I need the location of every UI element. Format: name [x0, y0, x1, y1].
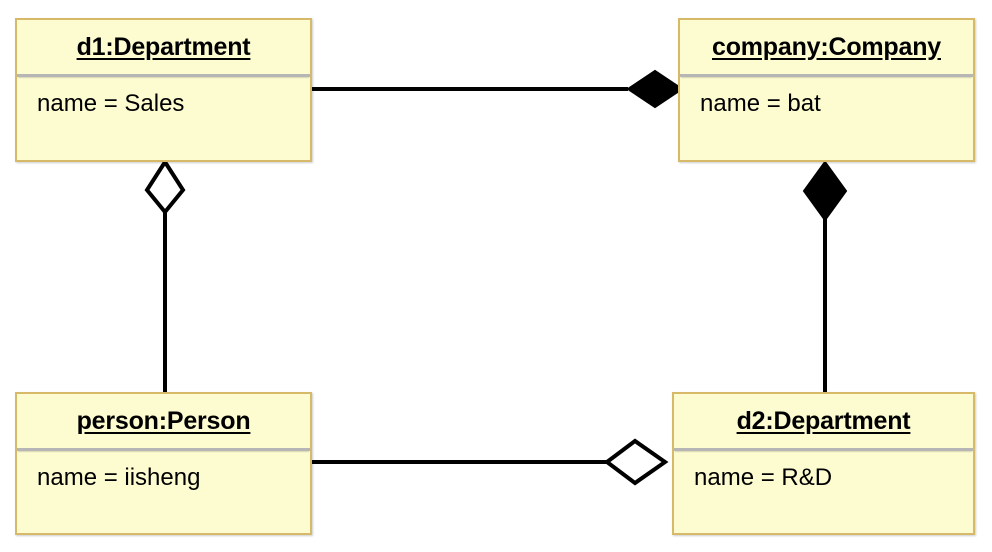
object-box-header: company:Company	[680, 20, 973, 74]
object-title: company:Company	[712, 32, 941, 61]
object-box-header: person:Person	[17, 394, 310, 448]
object-box-header: d1:Department	[17, 20, 310, 74]
link-d1-person[interactable]	[144, 158, 186, 392]
object-box-company[interactable]: company:Company name = bat	[678, 18, 975, 162]
filled-diamond-icon	[626, 69, 684, 109]
object-attribute: name = bat	[700, 90, 821, 117]
object-title: person:Person	[76, 406, 251, 435]
object-box-divider	[17, 448, 310, 451]
object-box-divider	[674, 448, 973, 451]
object-box-body: name = bat	[680, 77, 973, 160]
object-title: d2:Department	[736, 406, 911, 435]
object-box-divider	[17, 74, 310, 77]
link-company-d2[interactable]	[802, 160, 848, 392]
link-person-d2[interactable]	[312, 438, 669, 486]
object-attribute: name = Sales	[37, 90, 185, 117]
object-box-person[interactable]: person:Person name = iisheng	[15, 392, 312, 535]
hollow-diamond-icon	[603, 438, 669, 486]
object-box-header: d2:Department	[674, 394, 973, 448]
object-box-body: name = R&D	[674, 451, 973, 533]
object-attribute: name = iisheng	[37, 464, 201, 491]
object-title: d1:Department	[76, 32, 251, 61]
object-box-divider	[680, 74, 973, 77]
object-box-body: name = Sales	[17, 77, 310, 160]
object-box-d1[interactable]: d1:Department name = Sales	[15, 18, 312, 162]
object-box-d2[interactable]: d2:Department name = R&D	[672, 392, 975, 535]
link-d1-company[interactable]	[312, 69, 684, 109]
object-attribute: name = R&D	[694, 464, 833, 491]
object-box-body: name = iisheng	[17, 451, 310, 533]
hollow-diamond-icon	[144, 158, 186, 216]
filled-diamond-icon	[802, 160, 848, 222]
